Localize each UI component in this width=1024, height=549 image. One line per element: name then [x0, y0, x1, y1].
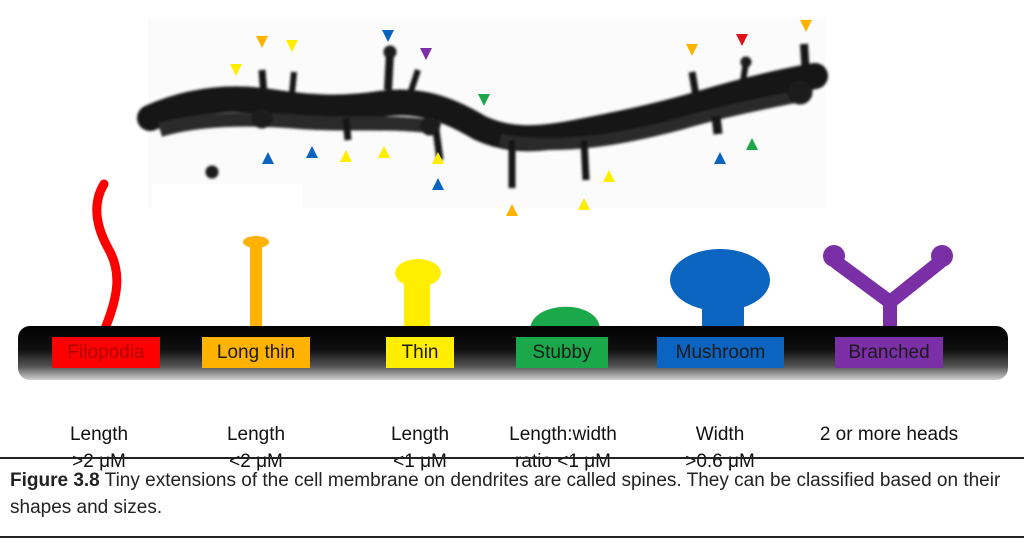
- desc-branched: 2 or more heads: [819, 424, 959, 445]
- desc-thin: Length<1 μM: [390, 424, 450, 472]
- arrowhead-icon: [432, 152, 444, 164]
- arrowhead-icon: [262, 138, 758, 216]
- long-thin-shape: [243, 236, 269, 332]
- arrowhead-icon: [432, 178, 444, 190]
- mushroom-shape: [670, 249, 770, 334]
- arrowhead-icon: [800, 20, 812, 32]
- arrowhead-icon: [382, 30, 394, 42]
- desc-mushroom: Width>0.6 μM: [685, 424, 755, 472]
- arrowhead-icon: [603, 170, 615, 182]
- arrowhead-icon: [256, 36, 268, 48]
- arrowhead-icon: [230, 64, 242, 76]
- branched-shape: [823, 245, 953, 339]
- label-long-thin: Long thin: [202, 337, 310, 368]
- label-mushroom: Mushroom: [657, 337, 784, 368]
- arrowhead-icon: [306, 146, 318, 158]
- arrowhead-icon: [286, 40, 298, 52]
- arrowhead-icon: [420, 48, 432, 60]
- label-thin: Thin: [386, 337, 454, 368]
- figure-caption: Figure 3.8 Tiny extensions of the cell m…: [10, 467, 1015, 521]
- desc-filopodia: Length>2 μM: [69, 424, 129, 472]
- dendrite-micrograph: [137, 18, 828, 208]
- arrowhead-icon: [230, 20, 812, 106]
- arrowhead-icon: [506, 204, 518, 216]
- caption-rule-bottom: [0, 536, 1024, 538]
- label-stubby: Stubby: [516, 337, 608, 368]
- arrowhead-icon: [340, 150, 352, 162]
- caption-text: Tiny extensions of the cell membrane on …: [10, 470, 1001, 518]
- arrowhead-icon: [736, 34, 748, 46]
- desc-long-thin: Length<2 μM: [226, 424, 286, 472]
- arrowhead-icon: [686, 44, 698, 56]
- arrowhead-icon: [378, 146, 390, 158]
- label-branched: Branched: [835, 337, 943, 368]
- label-filopodia: Filopodia: [52, 337, 160, 368]
- arrowhead-icon: [262, 152, 274, 164]
- figure-label: Figure 3.8: [10, 470, 100, 491]
- arrowhead-icon: [714, 152, 726, 164]
- filopodia-shape: [92, 179, 122, 331]
- caption-rule-top: [0, 457, 1024, 459]
- arrowhead-icon: [578, 198, 590, 210]
- thin-shape: [395, 259, 441, 332]
- arrowhead-icon: [478, 94, 490, 106]
- stubby-shape: [530, 306, 600, 330]
- arrowhead-icon: [746, 138, 758, 150]
